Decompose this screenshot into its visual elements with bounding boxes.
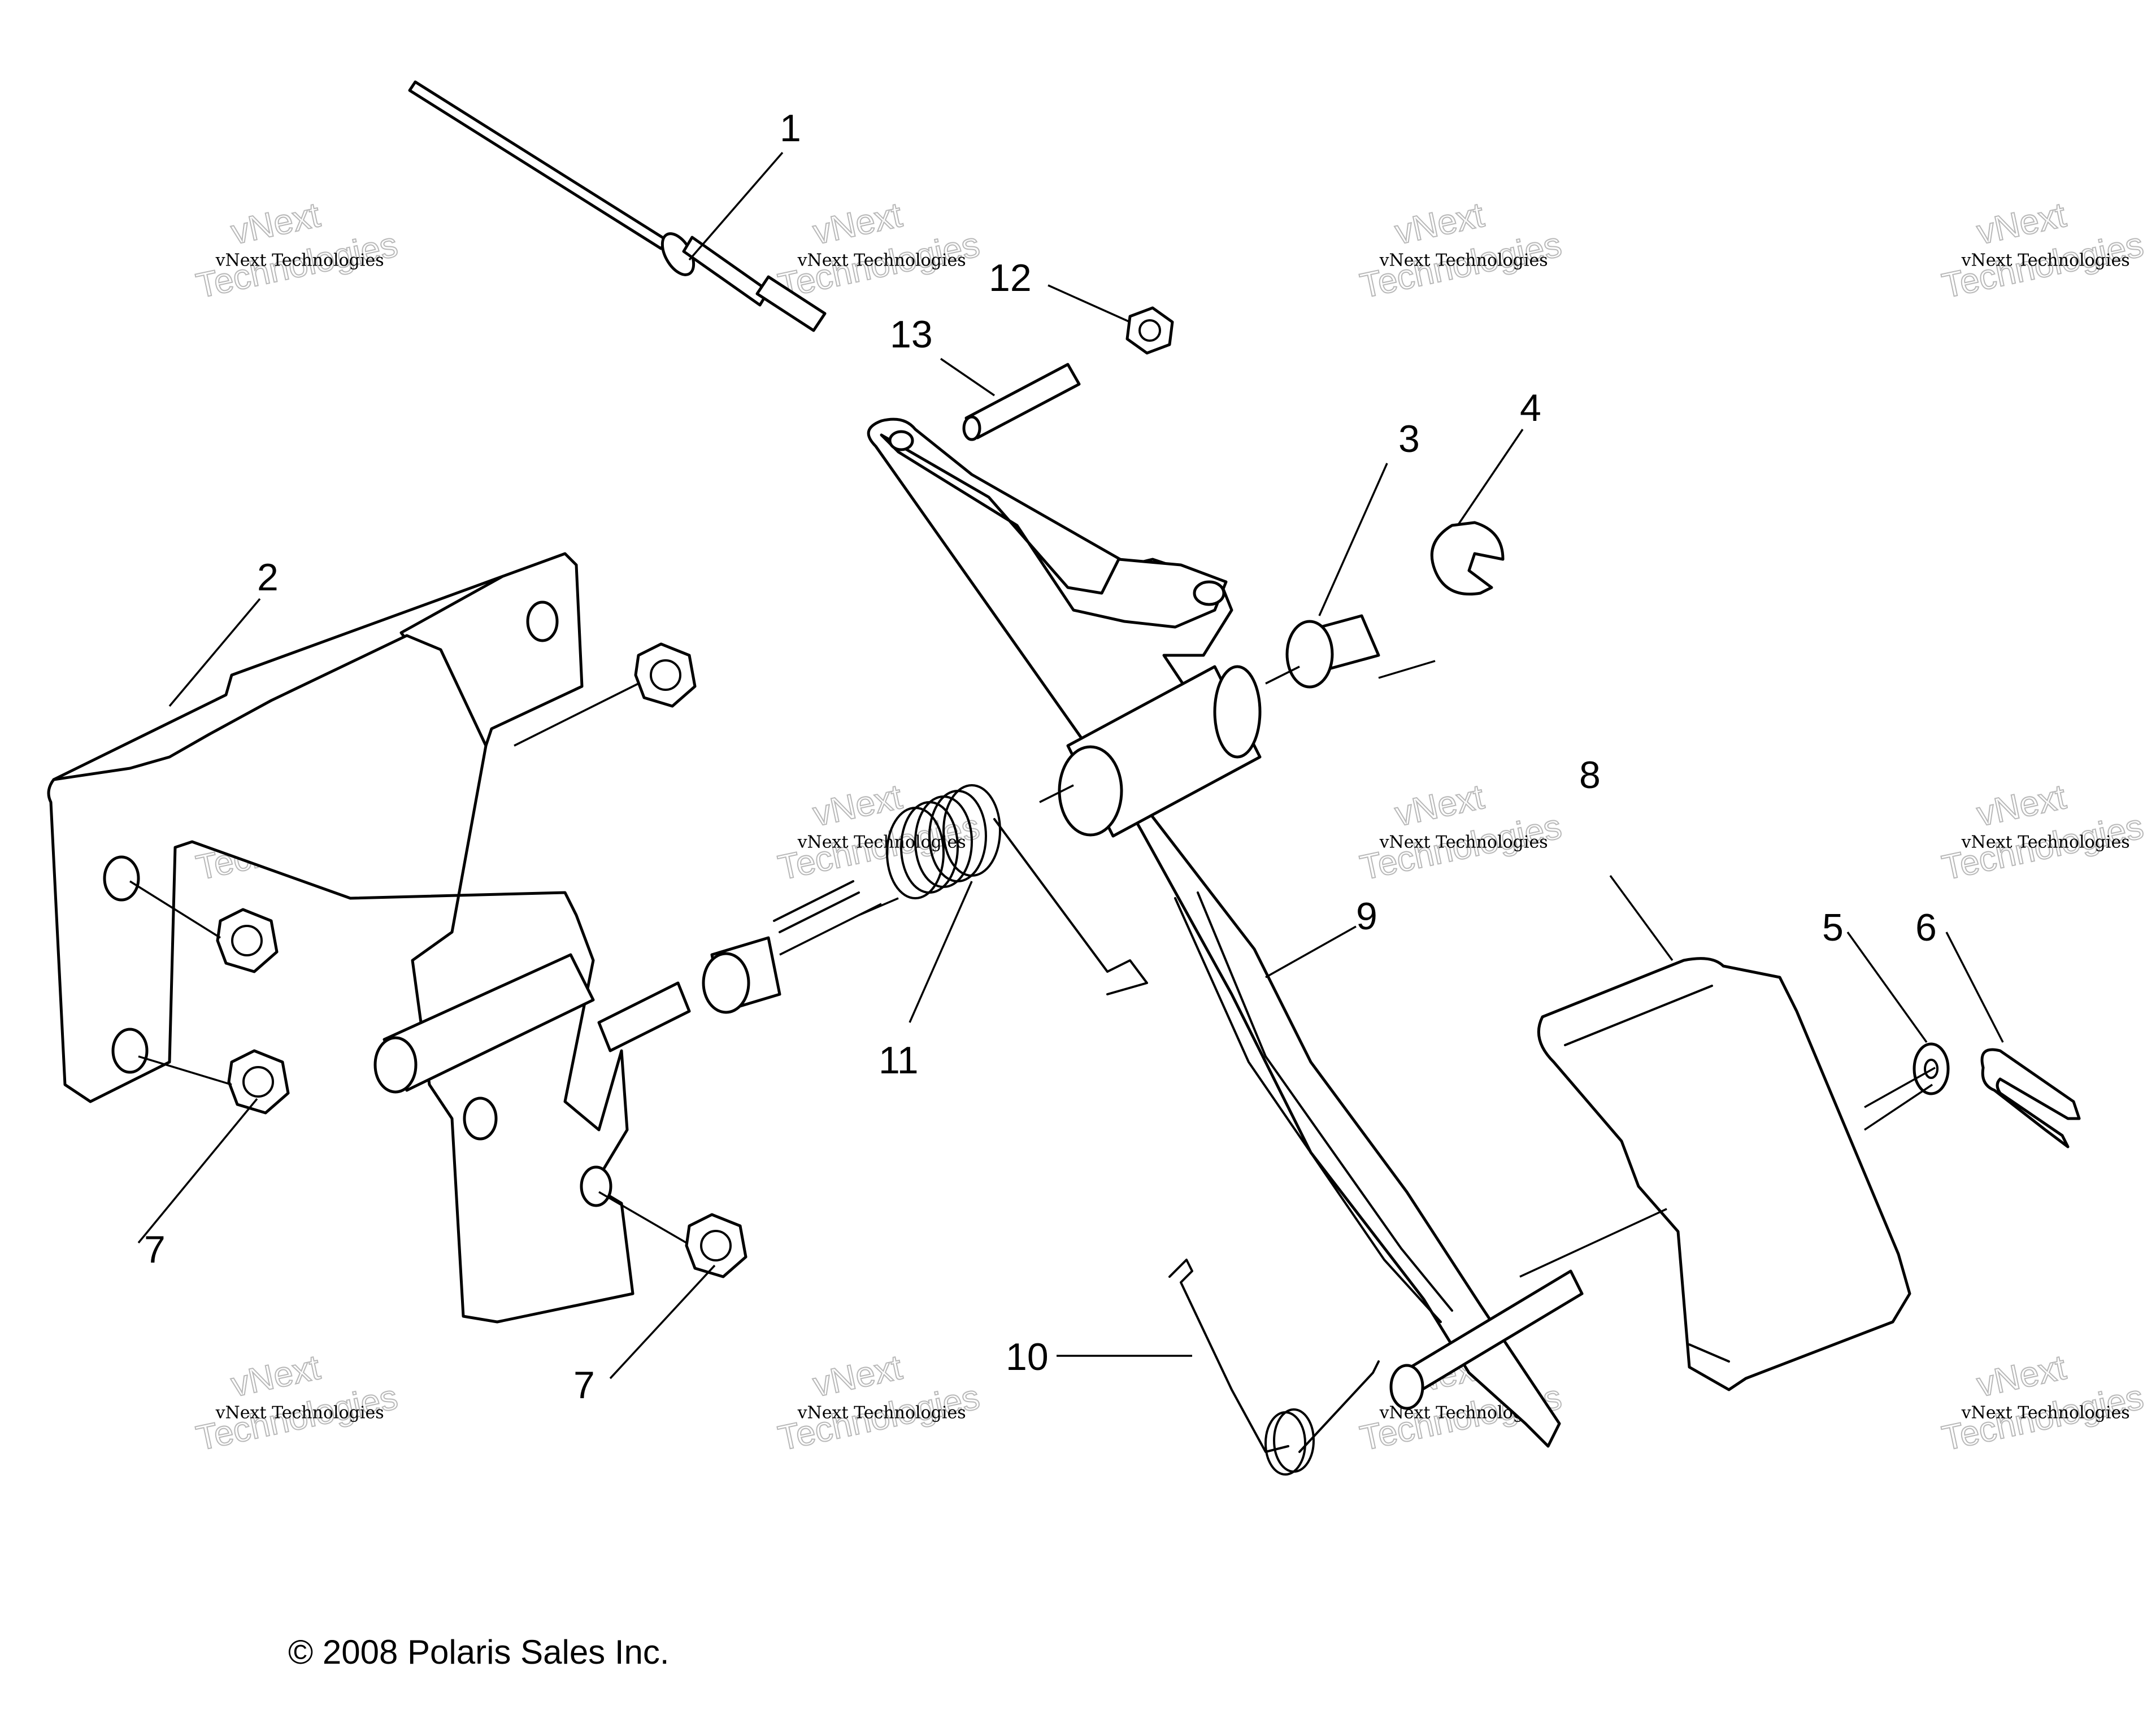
part-shaft-bushing [702,936,781,1014]
part-bushing-3 [1285,614,1380,689]
watermark-text: vNext Technologies [1961,832,2130,852]
copyright-notice: © 2008 Polaris Sales Inc. [288,1633,670,1671]
part-pedal-arm-9 [867,417,1584,1448]
watermark-text: vNext Technologies [215,250,384,270]
watermark-text: vNext Technologies [797,1403,966,1422]
callout-9: 9 [1356,895,1377,938]
part-clip-6 [1980,1048,2081,1148]
callout-7a: 7 [144,1228,166,1271]
part-spring-11 [773,784,1148,995]
callout-5: 5 [1822,906,1844,949]
callout-6: 6 [1915,906,1937,949]
watermark-text: vNext Technologies [797,250,966,270]
part-spring-10 [1168,1259,1380,1476]
leader-lines [129,151,2004,1380]
watermark-text: vNext Technologies [1961,250,2130,270]
part-nut-7a [634,642,697,708]
callout-11: 11 [879,1039,919,1082]
callout-1: 1 [780,107,801,150]
part-bushing-13 [962,363,1081,441]
watermark-text: vNext Technologies [215,1403,384,1422]
part-nut-7d [685,1213,747,1278]
callout-4: 4 [1520,386,1541,429]
callout-8: 8 [1579,754,1601,797]
part-cable-rod [408,80,827,332]
part-nut-7b [216,908,279,973]
callout-12: 12 [989,256,1032,299]
callout-labels: 1 2 3 4 5 6 7 7 8 9 10 11 12 13 [144,107,1937,1407]
part-eclip-4 [1430,521,1505,596]
part-nut-7c [227,1049,290,1115]
callout-2: 2 [257,556,279,599]
callout-10: 10 [1006,1335,1049,1378]
part-nut-12 [1125,306,1174,355]
part-pedal-pad-8 [1537,957,1911,1391]
callout-13: 13 [890,313,933,356]
callout-7b: 7 [573,1364,595,1407]
watermark-text: vNext Technologies [1379,832,1548,852]
part-bracket [47,552,691,1324]
watermark-text: vNext Technologies [1961,1403,2130,1422]
watermark-text: vNext Technologies [797,832,966,852]
watermark-text: vNext Technologies [1379,250,1548,270]
callout-3: 3 [1398,417,1420,460]
